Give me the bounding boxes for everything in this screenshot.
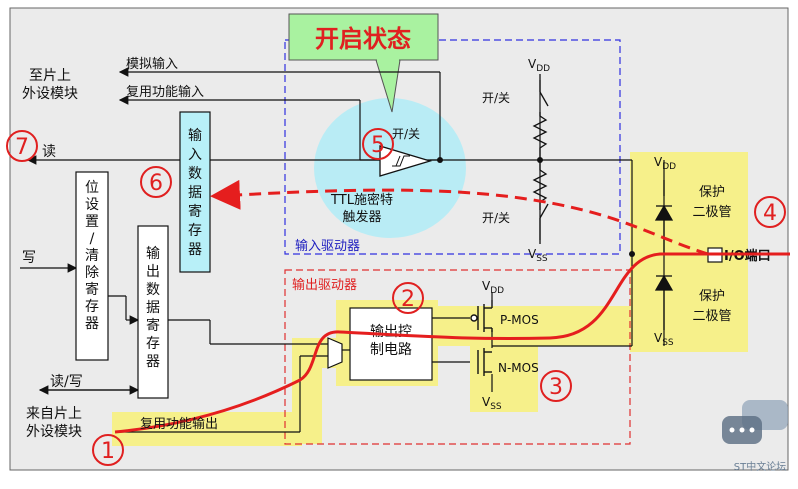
pin-node — [629, 251, 635, 257]
alt-output-label: 复用功能输出 — [140, 416, 218, 432]
schmitt-label: TTL施密特触发器 — [330, 192, 393, 225]
marker-3: 3 — [549, 375, 563, 400]
marker-1: 1 — [101, 439, 115, 464]
schmitt-trigger — [379, 145, 433, 177]
analog-input-label: 模拟输入 — [126, 56, 178, 72]
bus-node — [537, 157, 543, 163]
marker-7: 7 — [15, 135, 29, 160]
alt-input-label: 复用功能输入 — [126, 84, 204, 100]
odr-register: 输出数据寄存器 — [137, 225, 169, 399]
input-data-path — [210, 179, 709, 256]
marker-circle-2 — [392, 282, 424, 314]
marker-circle-3 — [540, 370, 572, 402]
switch-top-label: 开/关 — [482, 91, 510, 105]
switch-bottom-label: 开/关 — [482, 211, 510, 225]
marker-circle-7 — [6, 130, 38, 162]
marker-6: 6 — [149, 171, 163, 196]
page-title: 开启状态 — [315, 25, 411, 53]
bsrr-register: 位设置/清除寄存器 — [75, 171, 109, 361]
marker-circle-1 — [92, 434, 124, 466]
io-port-label: I/O端口 — [724, 248, 771, 264]
pmos-transistor — [470, 300, 493, 332]
protect-diode-top-label: 保护二极管 — [692, 185, 731, 220]
write-label: 写 — [22, 250, 36, 266]
marker-4: 4 — [763, 201, 777, 226]
protect-diode-bottom-label: 保护二极管 — [692, 289, 731, 324]
to-peripheral-label: 至片上外设模块 — [22, 68, 78, 102]
idr-register: 输入数据寄存器 — [179, 111, 211, 273]
bsrr-label: 位设置/清除寄存器 — [85, 180, 99, 332]
nmos-label: N-MOS — [498, 361, 539, 375]
read-write-label: 读/写 — [50, 373, 83, 390]
output-control-box — [349, 307, 433, 381]
input-driver-box — [284, 39, 621, 255]
pmos-label: P-MOS — [500, 313, 539, 327]
output-driver-label: 输出驱动器 — [292, 277, 357, 293]
input-driver-label: 输入驱动器 — [295, 238, 360, 254]
marker-circle-6 — [140, 166, 172, 198]
marker-5: 5 — [371, 133, 385, 158]
marker-circle-4 — [754, 196, 786, 228]
from-peripheral-label: 来自片上外设模块 — [26, 406, 82, 440]
output-mux — [327, 337, 343, 369]
watermark-text: ST中文论坛 — [734, 460, 786, 473]
watermark: ST中文论坛 — [722, 400, 788, 473]
read-label: 读 — [42, 143, 56, 160]
nmos-transistor — [477, 348, 492, 376]
marker-circle-5 — [362, 128, 394, 160]
markers: 1 2 3 4 5 6 7 — [6, 128, 786, 466]
marker-2: 2 — [401, 287, 415, 312]
schmitt-node — [437, 157, 443, 163]
idr-label: 输入数据寄存器 — [188, 128, 202, 258]
schmitt-switch-label: 开/关 — [392, 127, 420, 141]
title-callout: 开启状态 — [288, 13, 439, 113]
output-signal-path — [114, 252, 790, 434]
odr-label: 输出数据寄存器 — [146, 246, 160, 370]
output-driver-box — [284, 269, 631, 445]
protection-diodes — [654, 180, 674, 330]
